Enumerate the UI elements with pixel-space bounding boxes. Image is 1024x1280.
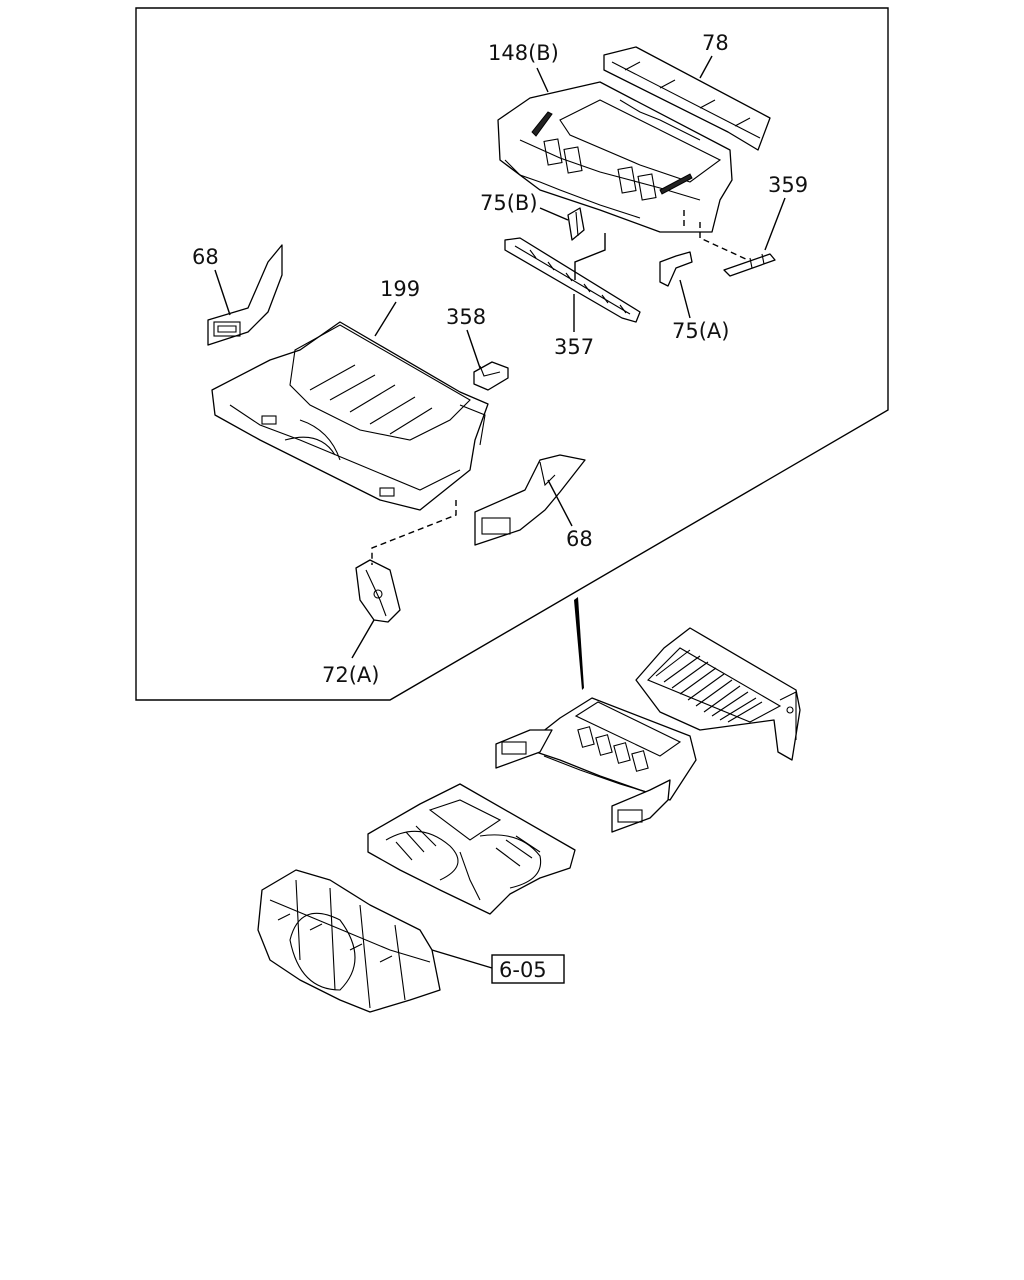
ref-box-label[interactable]: 6-05 (499, 958, 547, 982)
label-357: 357 (554, 335, 594, 359)
label-358: 358 (446, 305, 486, 329)
overview-rear-deck (635, 627, 801, 761)
label-78: 78 (702, 31, 729, 55)
assembly-lines (371, 210, 749, 565)
part-359-bracket (723, 253, 776, 277)
part-78-rear-panel (603, 46, 771, 151)
label-199: 199 (380, 277, 420, 301)
label-68-right: 68 (566, 527, 593, 551)
part-148b-rear-floor (497, 81, 733, 233)
label-75b: 75(B) (480, 191, 538, 215)
label-68-left: 68 (192, 245, 219, 269)
ref-box-frame (491, 954, 565, 984)
part-68-left-panel (207, 244, 283, 346)
part-72a-bracket (355, 559, 401, 623)
pointer-wedge (574, 597, 584, 690)
part-75b-bracket (567, 207, 585, 241)
detail-frame (135, 7, 889, 701)
label-72a: 72(A) (322, 663, 379, 687)
overview-middle-floor (367, 783, 576, 915)
label-359: 359 (768, 173, 808, 197)
overview-front-body (257, 869, 441, 1013)
part-358-bracket (473, 361, 509, 391)
leader-lines (214, 55, 786, 659)
overview-side-panels (495, 729, 671, 833)
label-148b: 148(B) (488, 41, 559, 65)
part-68-right-panel (474, 454, 586, 546)
label-75a: 75(A) (672, 319, 729, 343)
part-75a-bracket (659, 251, 693, 287)
ref-leader-line (431, 949, 493, 969)
overview-rear-floor (529, 697, 697, 801)
part-357-crossmember (504, 237, 641, 323)
part-199-floor-panel (211, 321, 489, 511)
